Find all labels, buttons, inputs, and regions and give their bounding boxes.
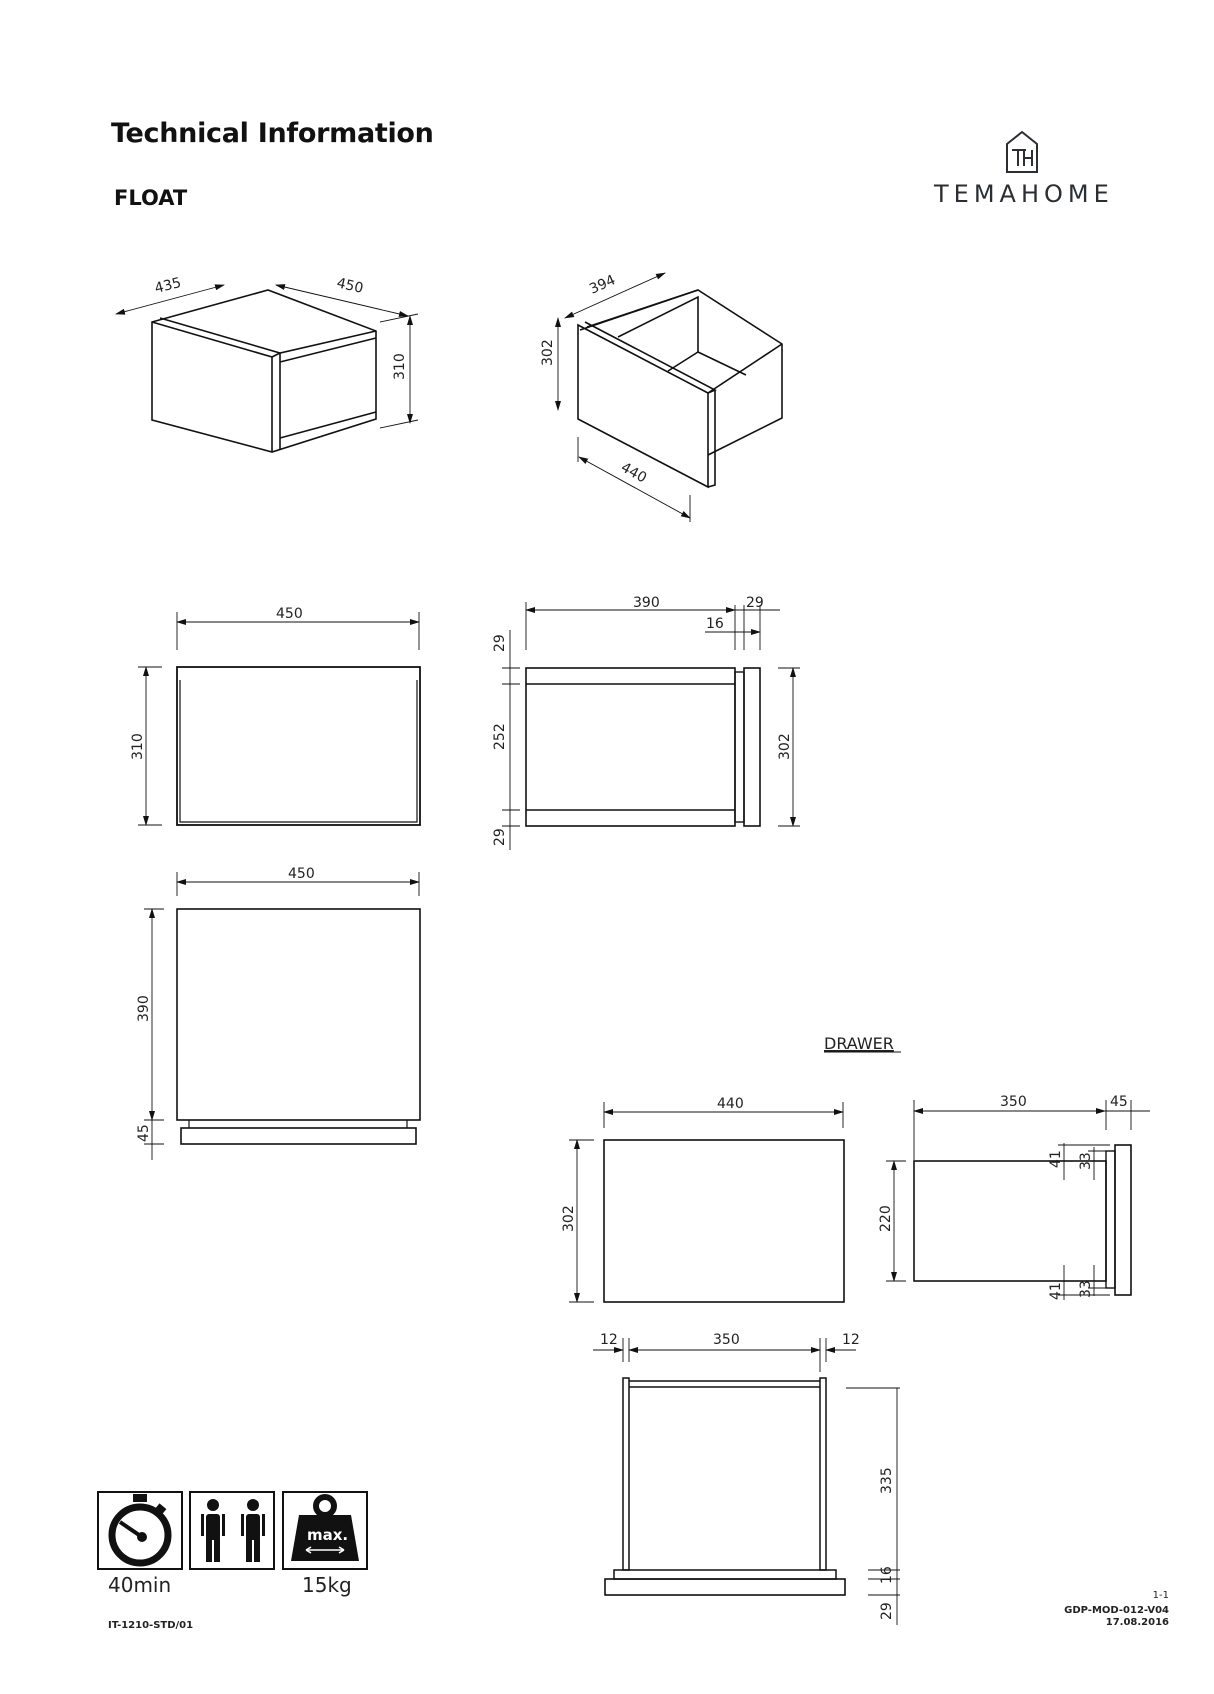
drawer-isometric-view: [555, 272, 783, 522]
house-TH-logo-icon: [1006, 130, 1038, 173]
dim-drawer-iso-depth: 394: [587, 272, 618, 298]
dim-cabinet-height: 310: [392, 353, 408, 380]
dim-drawer-side-top-gap-a: 41: [1048, 1150, 1064, 1168]
dim-drawer-side-depth: 350: [1000, 1094, 1027, 1110]
dim-top-depth: 390: [136, 995, 152, 1022]
page-title: Technical Information: [111, 118, 434, 149]
dim-side-front-thickness: 29: [746, 595, 764, 611]
product-name: FLOAT: [114, 186, 188, 210]
dim-side-bottom-panel: 29: [492, 828, 508, 846]
cabinet-front-view: [138, 612, 421, 826]
dim-drawer-top-inner-width: 350: [713, 1332, 740, 1348]
drawer-front-view: [569, 1102, 845, 1303]
two-persons-icon: [189, 1491, 275, 1570]
dim-drawer-top-back: 16: [879, 1566, 895, 1584]
dim-top-base: 45: [136, 1124, 152, 1142]
dim-drawer-front-width: 440: [717, 1096, 744, 1112]
dim-drawer-iso-width: 440: [618, 460, 649, 487]
document-date: 17.08.2016: [1106, 1617, 1169, 1628]
cabinet-side-view: [502, 602, 800, 850]
dim-drawer-top-depth: 335: [879, 1467, 895, 1494]
dim-cabinet-depth: 450: [335, 275, 365, 297]
dim-drawer-front-height: 302: [561, 1205, 577, 1232]
dim-drawer-iso-height: 302: [540, 339, 556, 366]
max-weight-icon: max.: [282, 1491, 368, 1570]
max-load: 15kg: [302, 1573, 352, 1597]
dim-drawer-side-height: 220: [878, 1205, 894, 1232]
drawer-side-view: [886, 1100, 1150, 1300]
dim-front-height: 310: [130, 733, 146, 760]
dim-side-top-panel: 29: [492, 634, 508, 652]
dim-side-depth: 390: [633, 595, 660, 611]
dim-drawer-top-front: 29: [879, 1602, 895, 1620]
cabinet-top-view: [144, 872, 421, 1160]
dim-side-front-height: 302: [777, 733, 793, 760]
dim-front-width: 450: [276, 606, 303, 622]
stopwatch-icon: [97, 1491, 183, 1570]
dim-side-front-offset: 16: [706, 616, 724, 632]
dim-top-width: 450: [288, 866, 315, 882]
dim-drawer-side-bottom-gap-b: 33: [1078, 1280, 1094, 1298]
cabinet-isometric-view: [115, 284, 419, 453]
drawer-section-label: DRAWER: [824, 1034, 894, 1053]
dim-drawer-side-top-gap-b: 33: [1078, 1152, 1094, 1170]
dim-drawer-side-bottom-gap-a: 41: [1048, 1282, 1064, 1300]
dim-drawer-top-right-panel: 12: [842, 1332, 860, 1348]
drawer-top-view: [593, 1338, 900, 1625]
dim-side-inner-height: 252: [492, 723, 508, 750]
dim-cabinet-width: 435: [153, 275, 183, 297]
brand-name: TEMAHOME: [934, 180, 1114, 208]
document-code: IT-1210-STD/01: [108, 1620, 193, 1631]
max-weight-icon-label: max.: [307, 1526, 348, 1544]
dim-drawer-top-left-panel: 12: [600, 1332, 618, 1348]
page-number: 1-1: [1153, 1590, 1169, 1601]
dim-drawer-side-front: 45: [1110, 1094, 1128, 1110]
form-code: GDP-MOD-012-V04: [1064, 1605, 1169, 1616]
assembly-time: 40min: [108, 1573, 171, 1597]
